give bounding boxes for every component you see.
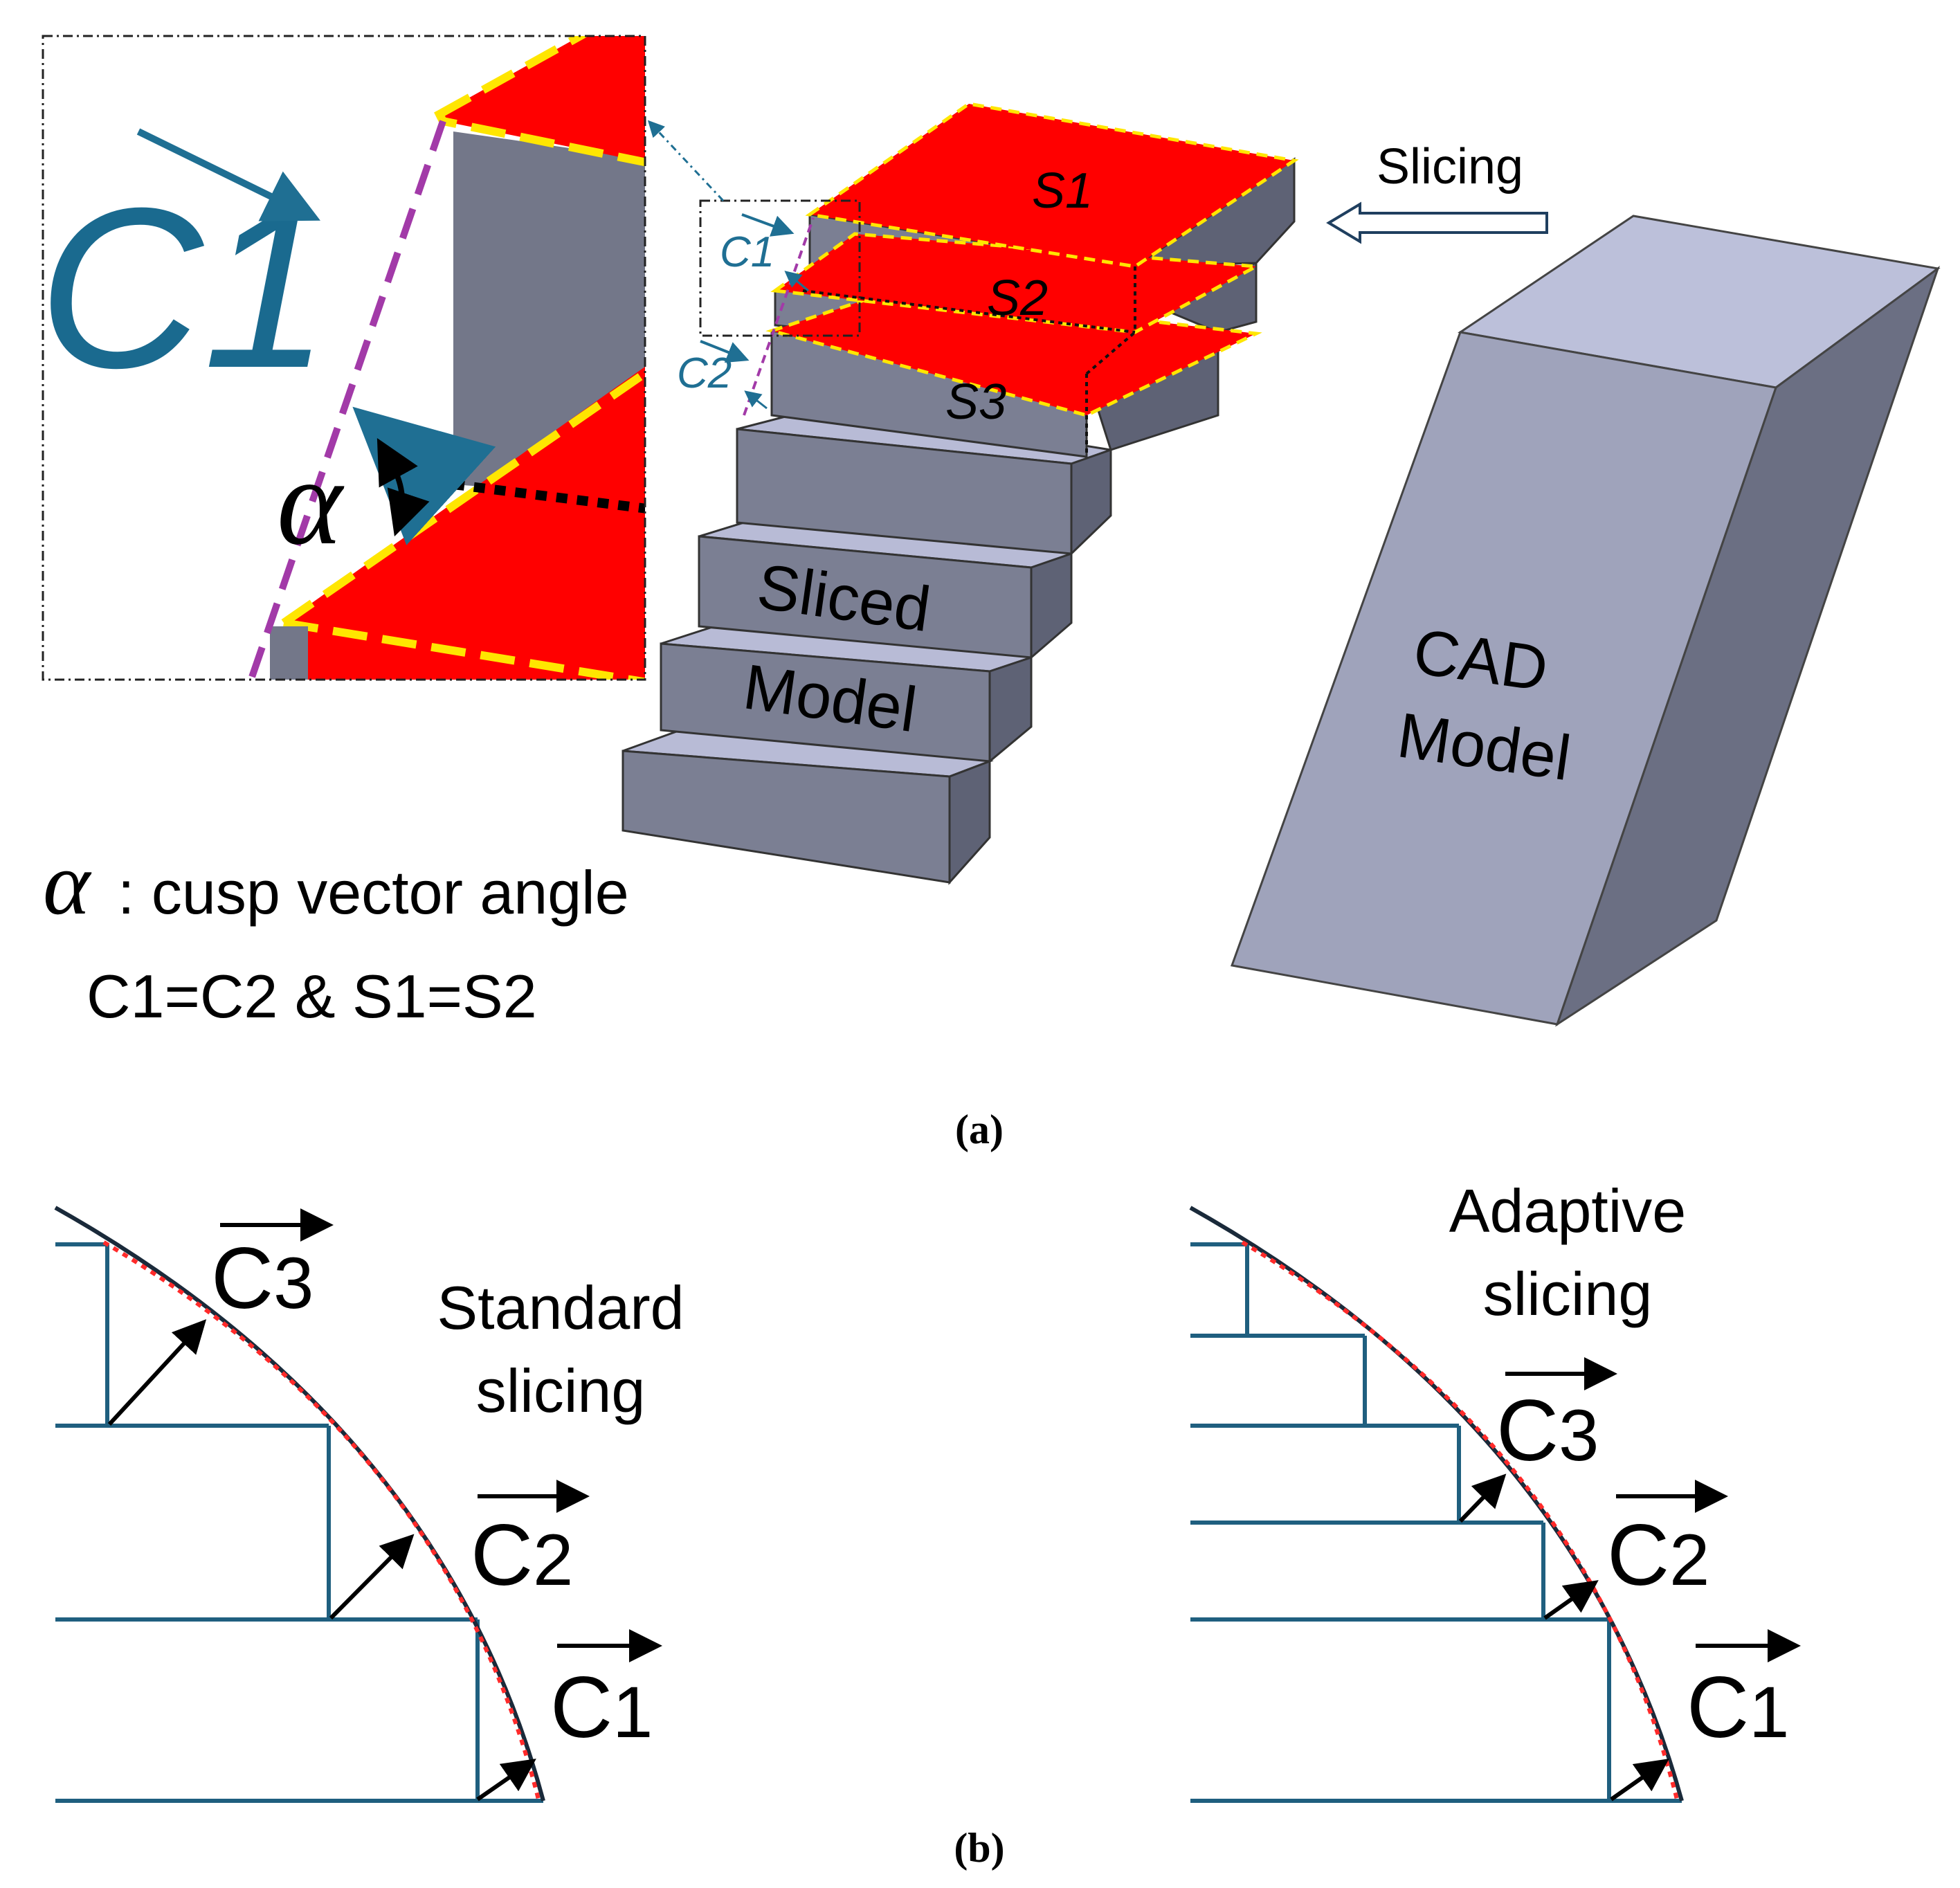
standard-title-1: Standard xyxy=(437,1273,684,1342)
adaptive-vector-c1: C 1 xyxy=(1687,1629,1801,1756)
c2-small-normal-icon xyxy=(744,390,768,410)
standard-c1-index: 1 xyxy=(612,1672,653,1753)
adaptive-offset-surface xyxy=(1241,1240,1679,1800)
adaptive-c2-arrow-icon xyxy=(1543,1580,1599,1620)
standard-offset-surface xyxy=(102,1240,541,1800)
standard-c2-index: 2 xyxy=(533,1520,573,1601)
slice-label-s3: S3 xyxy=(945,374,1006,430)
slicing-arrow-icon xyxy=(1326,201,1548,244)
cusp-label-c1: C1 xyxy=(720,228,774,276)
standard-c2-arrow-icon xyxy=(329,1534,415,1620)
adaptive-c1-letter: C xyxy=(1687,1660,1749,1756)
adaptive-title-1: Adaptive xyxy=(1449,1177,1686,1245)
cad-front-face xyxy=(1230,331,1777,1026)
zoom-c1-arrow-icon xyxy=(136,128,320,221)
slice-faces xyxy=(765,102,1299,417)
adaptive-vector-c2: C 2 xyxy=(1607,1480,1728,1604)
step-4-side xyxy=(1070,448,1112,556)
adaptive-c1-arrow-icon xyxy=(1610,1759,1669,1801)
zoom-alpha-symbol: α xyxy=(277,433,345,570)
cad-model xyxy=(1230,215,1941,1027)
standard-true-surface xyxy=(54,1206,545,1801)
c2-small-arrow-icon xyxy=(700,340,750,363)
adaptive-c3-arrow-icon xyxy=(1458,1473,1507,1523)
panel-b: C 3 C 2 C 1 Standard slicing xyxy=(54,1177,1801,1871)
panel-b-caption: (b) xyxy=(954,1825,1004,1871)
adaptive-c1-index: 1 xyxy=(1749,1672,1789,1753)
adaptive-slicing-diagram: C 3 C 2 C 1 Adaptive slicing xyxy=(1189,1177,1801,1803)
adaptive-steps xyxy=(1190,1242,1682,1803)
alpha-angle-arrow-icon xyxy=(376,437,430,537)
standard-c3-letter: C xyxy=(211,1231,273,1327)
legend-alpha-text: : cusp vector angle xyxy=(118,858,629,927)
adaptive-c3-index: 3 xyxy=(1559,1395,1599,1476)
standard-c3-index: 3 xyxy=(273,1243,314,1324)
standard-c2-letter: C xyxy=(471,1507,533,1604)
c1-small-arrow-icon xyxy=(741,213,795,237)
adaptive-vector-c3: C 3 xyxy=(1496,1357,1617,1479)
cusp-dashed-line xyxy=(743,217,815,416)
cusp-label-c2: C2 xyxy=(677,350,732,397)
zoom-source-box xyxy=(699,199,861,337)
standard-title-2: slicing xyxy=(476,1356,646,1425)
standard-slicing-diagram: C 3 C 2 C 1 Standard slicing xyxy=(54,1206,684,1803)
panel-a-caption: (a) xyxy=(955,1107,1004,1152)
adaptive-c3-letter: C xyxy=(1496,1383,1559,1479)
adaptive-c2-index: 2 xyxy=(1669,1520,1709,1601)
slice-s1 xyxy=(805,102,1299,269)
step-2-side xyxy=(988,655,1033,764)
zoom-label-c1: C1 xyxy=(38,160,330,415)
panel-a: S1 S2 S3 C1 C2 C1 xyxy=(38,35,1941,1152)
standard-c1-arrow-icon xyxy=(476,1759,536,1801)
standard-c3-arrow-icon xyxy=(107,1319,207,1426)
slice-label-s1: S1 xyxy=(1032,163,1093,219)
zoom-inset: C1 α xyxy=(38,35,646,681)
slice-label-s2: S2 xyxy=(987,271,1048,326)
step-1-side xyxy=(948,759,991,885)
standard-vector-c3: C 3 xyxy=(211,1208,334,1327)
legend-alpha-symbol: α xyxy=(43,834,92,934)
zoom-upper-red xyxy=(434,36,645,167)
c1-small-normal-icon xyxy=(784,271,809,292)
zoom-lower-gray xyxy=(270,626,308,680)
standard-steps xyxy=(55,1242,543,1803)
standard-c1-letter: C xyxy=(550,1660,612,1756)
adaptive-title-2: slicing xyxy=(1483,1260,1653,1328)
step-3-side xyxy=(1030,552,1073,660)
hidden-edges xyxy=(802,266,1136,453)
standard-vector-c1: C 1 xyxy=(550,1629,662,1756)
adaptive-c2-letter: C xyxy=(1607,1507,1669,1604)
equality-text: C1=C2 & S1=S2 xyxy=(87,962,537,1031)
zoom-connector xyxy=(647,120,725,202)
zoom-dashed-cusp xyxy=(247,120,446,680)
slicing-label: Slicing xyxy=(1377,139,1523,194)
standard-vector-c2: C 2 xyxy=(471,1480,590,1604)
